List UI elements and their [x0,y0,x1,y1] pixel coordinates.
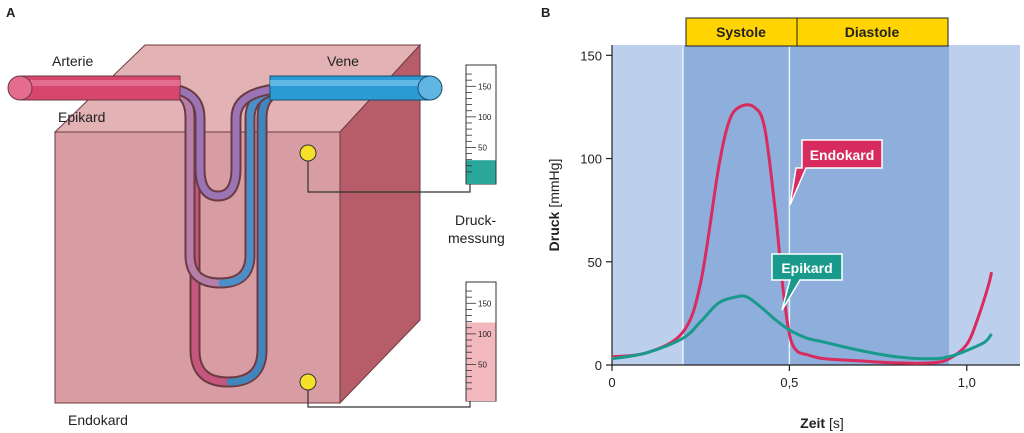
panel-b: B Systole Diastole 0 50 100 150 0 0,5 1,0 Zei… [541,5,1020,431]
systole-bar [685,17,798,47]
callout-epikard: Epikard [771,253,843,311]
artery [7,75,181,101]
x-tick-label: 0 [608,375,615,390]
x-axis-ticks: 0 0,5 1,0 [608,365,976,390]
sensor-wire-epicardial [307,153,471,193]
y-axis-title-unit: [mmHg] [546,159,562,208]
panel-a-letter: A [6,5,16,20]
manometer-tick-label: 100 [478,113,492,122]
label-pressure-measurement-2: messung [448,230,505,246]
y-tick-label: 100 [580,152,602,167]
series-line-epikard [611,294,993,361]
y-tick-label: 150 [580,48,602,63]
callout-epikard-box [771,253,843,311]
sensor-endocardial [299,373,471,408]
sensor-dot-endocardial [299,373,317,391]
manometer-tick-label: 150 [478,299,492,308]
x-axis-title-unit: [s] [829,415,844,431]
sensor-dot-epicardial [299,144,317,162]
diastole-bar [796,17,949,47]
artery-opening [7,75,33,101]
y-axis-title-text: Druck [546,211,562,251]
label-endocardium: Endokard [68,412,128,428]
y-axis-ticks: 0 50 100 150 [580,48,612,373]
manometer-fill [466,322,496,401]
sensor-wire-endocardial [307,382,471,408]
callout-epikard-label: Epikard [781,260,832,276]
vein-opening [417,75,443,101]
x-axis-title: Zeit [s] [800,415,844,431]
manometer-tick-label: 100 [478,330,492,339]
x-axis-title-text: Zeit [800,415,825,431]
panel-b-letter: B [541,5,550,20]
manometer-tick-label: 50 [478,360,487,369]
vein [269,75,443,101]
manometer-fill [466,160,496,184]
label-vein: Vene [327,53,359,69]
y-tick-label: 0 [595,358,602,373]
panel-a: A A [6,5,505,428]
manometer-tick-label: 50 [478,143,487,152]
label-epicardium: Epikard [58,109,105,125]
label-artery: Arterie [52,53,93,69]
vessel-loop-shallow-fill [156,84,299,200]
systole-label: Systole [716,24,766,40]
sensor-epicardial [299,144,471,193]
callout-endokard: Endokard [789,139,883,206]
x-tick-label: 1,0 [958,375,976,390]
label-pressure-measurement-1: Druck- [455,212,497,228]
manometer-endocardial: 150 100 50 [465,281,497,402]
y-tick-label: 50 [588,255,602,270]
callout-endokard-box [789,139,883,206]
y-axis-title: Druck [mmHg] [546,159,562,252]
cardiac-cycle-shading [682,45,950,365]
manometer-epicardial: 150 100 50 [465,64,497,185]
callout-endokard-label: Endokard [810,147,875,163]
manometer-tick-label: 150 [478,82,492,91]
diastole-label: Diastole [845,24,900,40]
x-tick-label: 0,5 [780,375,798,390]
